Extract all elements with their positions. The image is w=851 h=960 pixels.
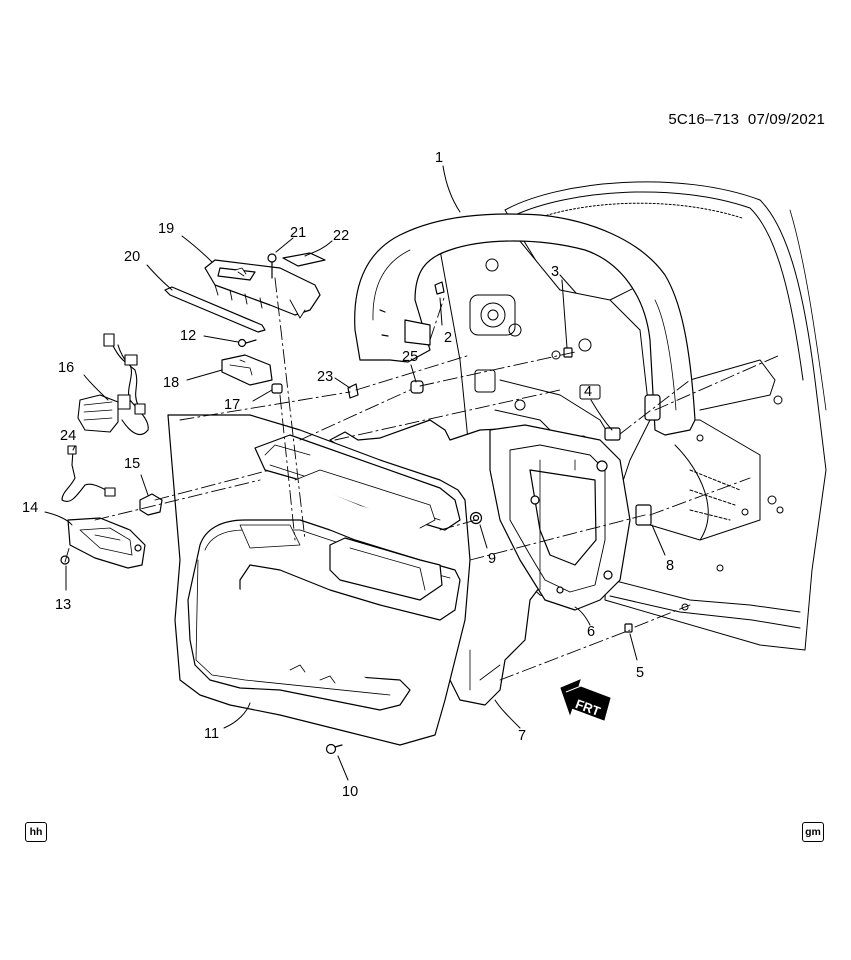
- callout-14: 14: [22, 500, 38, 516]
- callout-6: 6: [587, 624, 595, 640]
- wiring-harness-16: [77, 333, 149, 435]
- fastener-23: [347, 383, 359, 399]
- gm-logo-icon: gm: [802, 822, 824, 842]
- callout-21: 21: [290, 225, 306, 241]
- hh-badge-icon: hh: [25, 822, 47, 842]
- rod-20: [164, 286, 266, 333]
- callout-10: 10: [342, 784, 358, 800]
- callout-22: 22: [333, 228, 349, 244]
- fastener-2: [434, 281, 445, 295]
- callout-12: 12: [180, 328, 196, 344]
- callout-2: 2: [444, 330, 452, 346]
- callout-8: 8: [666, 558, 674, 574]
- callout-3: 3: [551, 264, 559, 280]
- callout-5: 5: [636, 665, 644, 681]
- switch-bezel-19: [204, 259, 321, 319]
- callout-numbers: 1 2 3 4 5 6 7 8 9 10 11 12 13 14 15 16 1…: [22, 150, 674, 800]
- front-direction-arrow-icon: FRT: [560, 679, 611, 721]
- clip-17: [271, 383, 283, 394]
- fastener-4: [604, 427, 621, 441]
- callout-9: 9: [488, 551, 496, 567]
- callout-1: 1: [435, 150, 443, 166]
- callout-15: 15: [124, 456, 140, 472]
- callout-20: 20: [124, 249, 140, 265]
- screw-13: [60, 555, 70, 565]
- upper-trim-frame-1: [354, 213, 696, 436]
- pad-22: [282, 252, 326, 267]
- alignment-lines: [64, 277, 781, 681]
- callout-18: 18: [163, 375, 179, 391]
- carrier-plate-6: [489, 424, 631, 611]
- wiring-harness-24: [61, 445, 116, 503]
- diagram-reference: 5C16–713 07/09/2021: [620, 111, 825, 128]
- callout-7: 7: [518, 728, 526, 744]
- screw-12: [237, 338, 257, 348]
- fastener-9: [469, 511, 483, 525]
- callout-17: 17: [224, 397, 240, 413]
- callout-19: 19: [158, 221, 174, 237]
- callout-11: 11: [204, 726, 219, 742]
- callout-16: 16: [58, 360, 74, 376]
- callout-4: 4: [584, 384, 592, 400]
- callout-13: 13: [55, 597, 71, 613]
- callout-24: 24: [60, 428, 76, 444]
- fastener-25: [410, 380, 424, 394]
- screw-10: [325, 743, 343, 755]
- reference-date: 07/09/2021: [747, 111, 825, 128]
- inside-handle-14: [67, 517, 146, 569]
- reference-code: 5C16–713: [668, 111, 740, 128]
- leader-lines: [44, 165, 666, 781]
- callout-25: 25: [402, 349, 418, 365]
- switch-18: [221, 354, 273, 386]
- door-trim-panel-11: [167, 414, 471, 746]
- screw-21: [267, 253, 277, 279]
- fastener-5: [624, 623, 633, 633]
- callout-23: 23: [317, 369, 333, 385]
